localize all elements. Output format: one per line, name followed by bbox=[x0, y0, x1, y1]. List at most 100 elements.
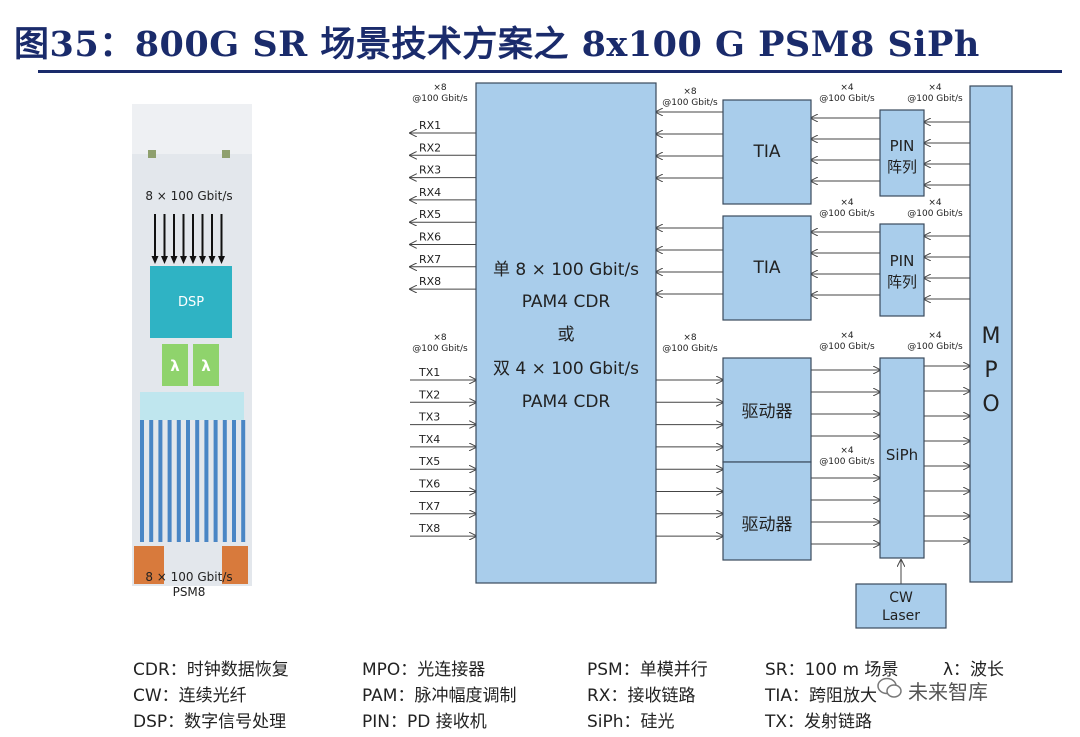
driver-block-2 bbox=[722, 461, 812, 561]
fiber-strand bbox=[241, 420, 246, 542]
pin1-right-multiplier: ×4 bbox=[928, 83, 942, 93]
cdr-block bbox=[475, 82, 657, 584]
rx-side-rate: @100 Gbit/s bbox=[412, 94, 468, 104]
pin-label-1b: 阵列 bbox=[887, 158, 917, 176]
tia1-right-multiplier: ×4 bbox=[840, 83, 854, 93]
module-illustration: 8 × 100 Gbit/s DSP λ λ 8 × 100 Gbit/s PS… bbox=[132, 104, 252, 599]
tia-label-2: TIA bbox=[752, 258, 780, 278]
cw-laser-block bbox=[855, 583, 947, 629]
cdr-tx-right-multiplier: ×8 bbox=[683, 333, 697, 343]
module-top-shade bbox=[132, 104, 252, 154]
module-arrow-head bbox=[208, 256, 216, 264]
module-arrow-head bbox=[161, 256, 168, 264]
legend-sr: SR：100 m 场景 bbox=[765, 660, 899, 680]
cw-label-2: Laser bbox=[882, 608, 920, 624]
module-arrow-head bbox=[218, 256, 225, 264]
cw-label-1: CW bbox=[889, 590, 913, 606]
driver-label-2: 驱动器 bbox=[742, 515, 793, 535]
legend-psm: PSM：单模并行 bbox=[587, 660, 708, 680]
pin-array-1 bbox=[879, 109, 925, 197]
rx-lane-label: RX3 bbox=[419, 164, 441, 177]
module-electrical-arrows bbox=[151, 214, 225, 264]
lambda-label-2: λ bbox=[201, 357, 211, 375]
legend-pam: PAM：脉冲幅度调制 bbox=[362, 686, 517, 706]
mpo-letter-m: M bbox=[982, 324, 1001, 349]
legend-mpo: MPO：光连接器 bbox=[362, 660, 486, 680]
module-arrow-head bbox=[180, 256, 187, 264]
driver1-right-rate: @100 Gbit/s bbox=[819, 342, 875, 352]
tx-lane-label: TX6 bbox=[418, 478, 440, 491]
cdr-rx-right-multiplier: ×8 bbox=[683, 87, 697, 97]
tx-lane-label: TX2 bbox=[418, 388, 440, 401]
tx-lane-label: TX5 bbox=[418, 455, 440, 468]
fiber-strand bbox=[158, 420, 163, 542]
rx-lane-label: RX7 bbox=[419, 253, 441, 266]
copper-right bbox=[222, 546, 248, 584]
fiber-strand bbox=[222, 420, 227, 542]
tia2-right-rate: @100 Gbit/s bbox=[819, 209, 875, 219]
module-bottom-label-2: PSM8 bbox=[173, 585, 206, 599]
tx-lane-label: TX1 bbox=[418, 366, 440, 379]
pin2-right-rate: @100 Gbit/s bbox=[907, 209, 963, 219]
module-arrow-head bbox=[151, 256, 159, 264]
driver-block-1 bbox=[722, 357, 812, 463]
lambda-label-1: λ bbox=[170, 357, 180, 375]
module-bottom-label-1: 8 × 100 Gbit/s bbox=[145, 570, 232, 584]
cdr-line-1: 单 8 × 100 Gbit/s bbox=[493, 260, 639, 280]
fiber-strand bbox=[176, 420, 181, 542]
tia-block-1 bbox=[722, 99, 812, 205]
tx-side-multiplier: ×8 bbox=[433, 333, 447, 343]
cdr-line-4: 双 4 × 100 Gbit/s bbox=[493, 359, 639, 379]
dsp-label: DSP bbox=[178, 295, 204, 310]
legend-tia: TIA：跨阻放大 bbox=[765, 686, 878, 706]
tx-lane-label: TX7 bbox=[418, 500, 440, 513]
rx-lane-label: RX6 bbox=[419, 231, 441, 244]
rx-lane-label: RX5 bbox=[419, 208, 441, 221]
fiber-strand bbox=[195, 420, 200, 542]
pin2-right-multiplier: ×4 bbox=[928, 198, 942, 208]
legend-siph: SiPh：硅光 bbox=[587, 712, 675, 732]
watermark: 未来智库 bbox=[908, 680, 988, 704]
driver2-right-rate: @100 Gbit/s bbox=[819, 457, 875, 467]
cdr-line-2: PAM4 CDR bbox=[522, 292, 611, 312]
fiber-lines bbox=[140, 420, 246, 542]
tia-block-2 bbox=[722, 215, 812, 321]
pin-label-2a: PIN bbox=[890, 252, 915, 270]
module-top-label: 8 × 100 Gbit/s bbox=[145, 189, 232, 203]
rx-lane-label: RX1 bbox=[419, 119, 441, 132]
dsp-chip bbox=[150, 266, 232, 338]
tx-side-rate: @100 Gbit/s bbox=[412, 344, 468, 354]
legend-cw: CW：连续光纤 bbox=[133, 686, 247, 706]
lambda-box-2 bbox=[193, 344, 219, 386]
figure-title: 图35：800G SR 场景技术方案之 8x100 G PSM8 SiPh bbox=[14, 24, 980, 65]
tx-lane-label: TX8 bbox=[418, 522, 440, 535]
cdr-line-5: PAM4 CDR bbox=[522, 392, 611, 412]
fiber-strand bbox=[186, 420, 190, 542]
cdr-rx-right-rate: @100 Gbit/s bbox=[662, 98, 718, 108]
pin-label-2b: 阵列 bbox=[887, 273, 917, 291]
mpo-letter-o: O bbox=[982, 392, 999, 417]
lambda-box-1 bbox=[162, 344, 188, 386]
tx-lane-label: TX3 bbox=[418, 411, 440, 424]
pin-label-1a: PIN bbox=[890, 137, 915, 155]
cdr-line-3: 或 bbox=[558, 325, 575, 345]
rx-lane-label: RX4 bbox=[419, 186, 441, 199]
module-arrow-head bbox=[189, 256, 197, 264]
fiber-strand bbox=[213, 420, 218, 542]
rx-side-multiplier: ×8 bbox=[433, 83, 447, 93]
legend-pin: PIN：PD 接收机 bbox=[362, 712, 487, 732]
pin1-right-rate: @100 Gbit/s bbox=[907, 94, 963, 104]
optics-band bbox=[140, 392, 244, 420]
tia-label-1: TIA bbox=[752, 142, 780, 162]
rx-lane-label: RX8 bbox=[419, 275, 441, 288]
siph-label: SiPh bbox=[886, 446, 918, 464]
fiber-strand bbox=[167, 420, 172, 542]
fiber-strand bbox=[204, 420, 209, 542]
driver1-right-multiplier: ×4 bbox=[840, 331, 854, 341]
siph-right-rate: @100 Gbit/s bbox=[907, 342, 963, 352]
mpo-block bbox=[969, 85, 1013, 583]
rx-lane-label: RX2 bbox=[419, 141, 441, 154]
siph-block bbox=[879, 357, 925, 559]
signal-lines bbox=[410, 112, 970, 584]
